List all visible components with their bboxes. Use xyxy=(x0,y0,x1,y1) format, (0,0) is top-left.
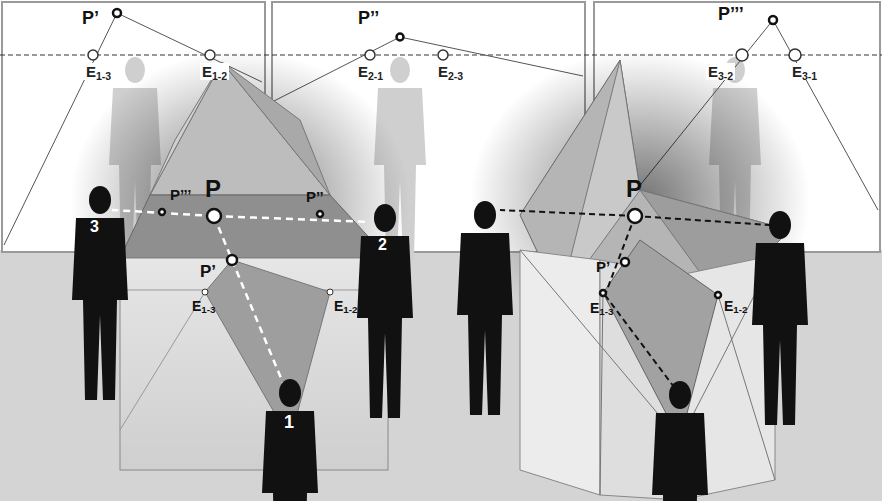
point-label: P’’ xyxy=(356,8,381,28)
epipole-label: E1-3 xyxy=(588,300,616,316)
point-label: P’’’ xyxy=(168,186,193,203)
callout-number: 2 xyxy=(376,236,389,254)
callout-number: 3 xyxy=(88,218,101,236)
point-label: P’’ xyxy=(304,188,326,205)
epipole-label: E1-2 xyxy=(200,63,229,80)
epipole-label: E3-1 xyxy=(790,63,819,80)
point-label: P’ xyxy=(198,262,218,281)
epipole-label: E2-3 xyxy=(436,63,465,80)
point-label: P’ xyxy=(594,258,612,275)
epipole-label: E1-2 xyxy=(332,298,360,314)
epipole-label: E1-2 xyxy=(722,298,750,314)
point-label: P’ xyxy=(80,8,101,28)
epipole-label: E1-3 xyxy=(190,298,218,314)
point-label: P xyxy=(203,176,223,202)
epipole-label: E1-3 xyxy=(84,63,113,80)
point-label: P’’’ xyxy=(716,4,746,24)
callout-number: 1 xyxy=(282,412,296,432)
point-label: P xyxy=(624,176,644,202)
epipole-label: E2-1 xyxy=(356,63,385,80)
epipole-label: E3-2 xyxy=(706,63,735,80)
